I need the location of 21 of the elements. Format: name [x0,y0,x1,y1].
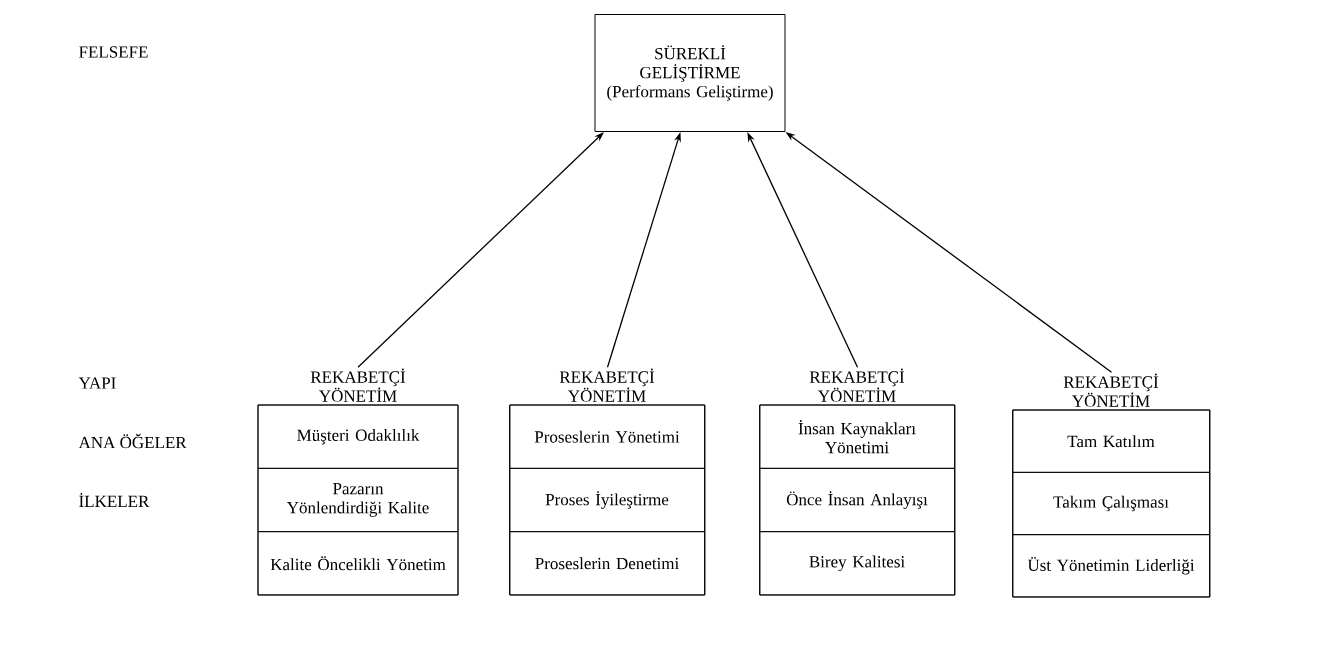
column-heading: REKABETÇİ YÖNETİM [559,368,655,402]
level-label: FELSEFE [79,46,148,58]
cell: Pazarın Yönlendirdiği Kalite [257,467,459,533]
cell: Tam Katılım [1012,409,1210,473]
cell: Önce İnsan Anlayışı [759,467,955,533]
column-heading: REKABETÇİ YÖNETİM [1063,373,1159,407]
cell: Proseslerin Denetimi [509,531,705,596]
column-heading: REKABETÇİ YÖNETİM [310,368,406,402]
level-label: YAPI [78,377,116,389]
cell: Müşteri Odaklılık [257,404,459,469]
cell: Üst Yönetimin Liderliği [1012,534,1210,598]
cell: Kalite Öncelikli Yönetim [257,531,459,596]
cell: Takım Çalışması [1012,471,1210,536]
cell: Proses İyileştirme [509,467,705,533]
philosophy-box: SÜREKLİ GELİŞTİRME (Performans Geliştirme) [594,14,786,132]
cell: Birey Kalitesi [759,531,955,596]
level-label: ANA ÖĞELER [78,433,187,449]
level-label: İLKELER [79,492,150,507]
column-heading: REKABETÇİ YÖNETİM [809,368,905,402]
cell: Proseslerin Yönetimi [509,404,705,469]
cell: İnsan Kaynakları Yönetimi [759,404,955,469]
